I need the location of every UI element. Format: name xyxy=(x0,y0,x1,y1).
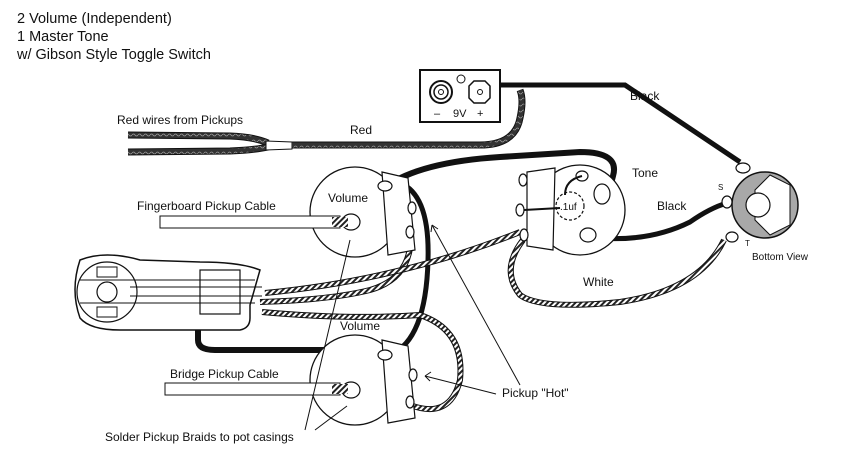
solder-braids-label: Solder Pickup Braids to pot casings xyxy=(105,430,294,444)
annotation-pointers xyxy=(304,224,521,431)
title-line-tone: 1 Master Tone xyxy=(17,29,109,45)
title-line-volume: 2 Volume (Independent) xyxy=(17,11,172,27)
tone-label: Tone xyxy=(632,166,658,180)
black-wire-tone-to-jack xyxy=(597,200,728,242)
volume-neck-label: Volume xyxy=(328,191,368,205)
bridge-cable-label: Bridge Pickup Cable xyxy=(170,367,279,381)
title-line-toggle: w/ Gibson Style Toggle Switch xyxy=(17,47,211,63)
volume-pot-bridge: Volume xyxy=(164,319,418,426)
battery-9v: – 9V + xyxy=(419,69,501,123)
red-label: Red xyxy=(350,123,372,137)
black-label-jack: Black xyxy=(657,199,687,213)
output-jack: S T Bottom View xyxy=(718,162,809,263)
red-pickup-wires xyxy=(127,88,526,156)
toggle-switch xyxy=(74,254,262,331)
black-wire-battery-to-jack xyxy=(500,82,742,165)
battery-plus-label: + xyxy=(477,108,483,120)
fingerboard-cable-label: Fingerboard Pickup Cable xyxy=(137,199,276,213)
volume-bridge-label: Volume xyxy=(340,319,380,333)
bottom-view-label: Bottom View xyxy=(752,252,809,263)
jack-tip-label: T xyxy=(745,239,750,248)
tone-pot: .1uf xyxy=(515,164,626,256)
volume-pot-neck: Volume xyxy=(159,166,417,258)
black-label-top: Black xyxy=(630,89,660,103)
jack-sleeve-label: S xyxy=(718,183,723,192)
battery-minus-label: – xyxy=(434,108,441,120)
white-label: White xyxy=(583,275,614,289)
capacitor-label: .1uf xyxy=(560,202,577,213)
red-wires-label: Red wires from Pickups xyxy=(117,113,243,127)
battery-voltage-label: 9V xyxy=(453,108,467,120)
pickup-hot-label: Pickup "Hot" xyxy=(502,386,569,400)
